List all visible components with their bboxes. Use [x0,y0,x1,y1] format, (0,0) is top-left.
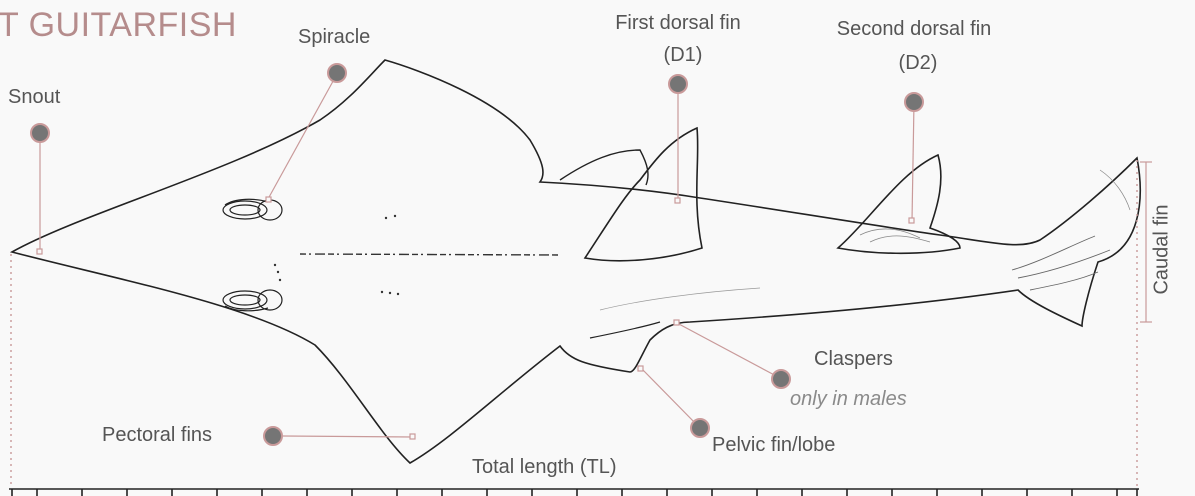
spiracle-dot [328,64,346,82]
second-dorsal-leader [912,102,914,221]
spiracle-leader [268,74,337,199]
snout-label: Snout [8,86,60,109]
total-length-label: Total length (TL) [472,456,617,479]
upper-eye-spiracle [223,199,282,220]
spiracle-label: Spiracle [298,26,370,49]
claspers-dot [772,370,790,388]
claspers-leader [677,323,780,378]
second-dorsal-fin-shape [838,155,960,253]
scale-bar [9,489,1139,496]
pelvic-leader [641,368,700,428]
first-dorsal-label-line2: (D1) [664,44,703,67]
body-outline [12,60,1140,463]
snout-dot [31,124,49,142]
pelvic-label: Pelvic fin/lobe [712,434,835,457]
caudal-fin-label: Caudal fin [1151,190,1174,310]
second-dorsal-dot [905,93,923,111]
pectoral-leader [283,436,413,437]
pectoral-dot [264,427,282,445]
lower-eye-spiracle [223,290,282,311]
diagram-title: T GUITARFISH [0,6,237,45]
claspers-label: Claspers [814,348,893,371]
first-dorsal-fin-shape [585,128,702,261]
claspers-note: only in males [790,388,907,411]
first-dorsal-label-line1: First dorsal fin [615,12,741,35]
pectoral-label: Pectoral fins [102,424,212,447]
pelvic-dot [691,419,709,437]
first-dorsal-dot [669,75,687,93]
second-dorsal-label-line2: (D2) [899,52,938,75]
second-dorsal-label-line1: Second dorsal fin [837,18,992,41]
